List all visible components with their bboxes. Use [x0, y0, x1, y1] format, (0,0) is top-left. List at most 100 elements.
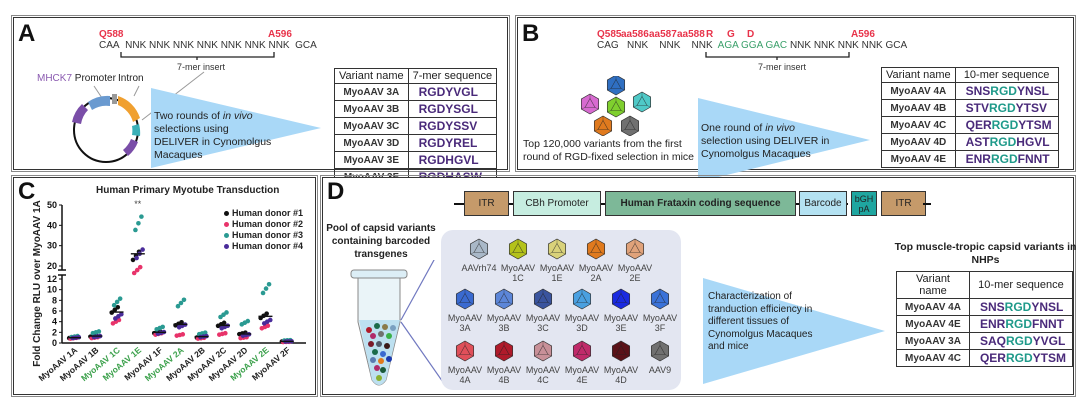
- codon-start: CAA: [99, 40, 120, 51]
- codon-sequence: CAA NNK NNK NNK NNK NNK NNK NNK GCA: [99, 40, 317, 51]
- capsid-icon: [494, 288, 514, 310]
- capsid-label: MyoAAV 4E: [564, 365, 600, 385]
- legend-item: Human donor #4: [224, 241, 303, 252]
- data-point: [181, 297, 187, 303]
- y-tick-label: 40: [47, 220, 57, 230]
- y-tick-label: 30: [47, 241, 57, 251]
- data-point: [139, 214, 144, 219]
- capsid-label: AAV9: [648, 365, 672, 375]
- capsid-icon: [632, 91, 652, 113]
- data-point: [223, 330, 228, 336]
- y-tick-label: 6: [52, 306, 57, 316]
- panel-b: B Q585 aa586 aa587 aa588 R G D A596 CAG …: [515, 15, 1076, 182]
- promoter-segment: [88, 95, 110, 110]
- capsid-variant: MyoAAV 1E: [529, 238, 585, 283]
- intron-label: Intron: [118, 73, 144, 84]
- data-point: [134, 267, 140, 273]
- promoter-suffix: Promoter: [72, 73, 116, 84]
- insert-bracket: [120, 52, 275, 60]
- data-point: [133, 227, 138, 233]
- significance-annotation: **: [134, 199, 142, 209]
- data-point: [114, 299, 120, 305]
- itr-segment-right: [123, 139, 138, 156]
- capsid-variant: MyoAAV 3D: [554, 288, 610, 333]
- capsid-variant: MyoAAV 4C: [515, 340, 571, 385]
- top-variants-title: Top muscle-tropic capsid variants in NHP…: [894, 241, 1077, 266]
- capsid-variant: MyoAAV 4D: [593, 340, 649, 385]
- capsid-icon: [572, 288, 592, 310]
- data-point: [131, 270, 137, 276]
- chart-legend: Human donor #1 Human donor #2 Human dono…: [224, 208, 303, 252]
- data-point: [130, 257, 136, 263]
- construct-itr-right: ITR: [881, 191, 926, 216]
- capsid-icon: [455, 340, 475, 362]
- construct-itr-left: ITR: [464, 191, 509, 216]
- capsid-icon: [580, 93, 600, 115]
- data-point: [178, 300, 184, 306]
- capsid-label: AAVrh74: [461, 263, 497, 273]
- capsid-variant: MyoAAV 2E: [607, 238, 663, 283]
- capsid-icon: [593, 115, 613, 136]
- capsid-variant: AAV9: [632, 340, 688, 375]
- pool-text-b: Top 120,000 variants from the first roun…: [523, 138, 694, 163]
- construct-barcode: Barcode: [799, 191, 847, 216]
- capsid-label: MyoAAV 3B: [486, 313, 522, 333]
- capsid-label: MyoAAV 3A: [447, 313, 483, 333]
- codon-sequence-b: CAG NNK NNK NNK AGA GGA GAC NNK NNK NNK …: [597, 40, 908, 51]
- construct-bgh-pa: bGH pA: [851, 191, 877, 216]
- y-tick-label: 10: [47, 285, 57, 295]
- capsid-label: MyoAAV 4D: [603, 365, 639, 385]
- panel-b-label: B: [522, 20, 540, 47]
- capsid-label: MyoAAV 3D: [564, 313, 600, 333]
- capsid-icon: [469, 238, 489, 260]
- panel-c: C Human Primary Myotube Transduction Fol…: [11, 175, 318, 397]
- data-point: [263, 286, 269, 291]
- capsid-label: MyoAAV 4C: [525, 365, 561, 385]
- data-point: [137, 264, 143, 270]
- y-tick-label: 4: [52, 317, 57, 327]
- col-header: 10-mer sequence: [968, 271, 1074, 299]
- capsid-label: MyoAAV 2A: [578, 263, 614, 283]
- y-tick-label: 12: [47, 274, 57, 284]
- capsid-icon: [606, 76, 626, 96]
- capsid-variant: MyoAAV 4E: [554, 340, 610, 385]
- chart-title: Human Primary Myotube Transduction: [96, 185, 280, 196]
- data-point: [202, 330, 208, 335]
- construct-promoter: CBh Promoter: [513, 191, 601, 216]
- selection-arrow-a: [151, 88, 321, 168]
- residue-end: A596: [268, 29, 292, 40]
- data-point: [267, 317, 273, 323]
- capsid-icon: [620, 115, 640, 136]
- capsid-label: MyoAAV 4B: [486, 365, 522, 385]
- y-tick-label: 2: [52, 327, 57, 337]
- data-point: [266, 281, 272, 287]
- cap-segment: [118, 96, 140, 122]
- data-point: [221, 320, 227, 326]
- capsid-icon: [547, 238, 567, 260]
- data-point: [180, 332, 186, 337]
- y-tick-label: 0: [52, 338, 57, 348]
- selection-text-a: Two rounds of in vivo selections using D…: [154, 110, 272, 161]
- legend-item: Human donor #3: [224, 230, 303, 241]
- data-point: [112, 307, 118, 313]
- col-header: Variant name: [896, 271, 970, 299]
- capsid-icon: [611, 288, 631, 310]
- data-point: [264, 311, 269, 316]
- capsid-label: MyoAAV 1E: [539, 263, 575, 283]
- data-point: [179, 319, 184, 325]
- data-point: [224, 310, 229, 315]
- construct-coding-seq: Human Frataxin coding sequence: [605, 191, 796, 216]
- capsid-variant: MyoAAV 3B: [476, 288, 532, 333]
- data-point: [260, 290, 266, 296]
- capsid-label: MyoAAV 1C: [500, 263, 536, 283]
